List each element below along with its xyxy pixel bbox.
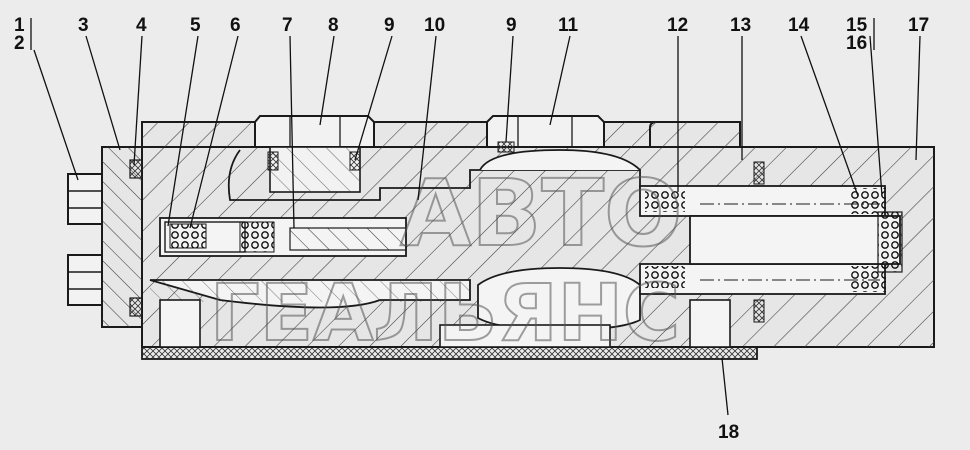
callout-15: 15 bbox=[846, 15, 868, 36]
spool-right bbox=[639, 185, 903, 295]
callout-labels: 1 2 3 4 5 6 7 8 9 10 9 11 12 13 14 15 16… bbox=[14, 15, 929, 443]
callout-13: 13 bbox=[730, 15, 751, 36]
right-end-cap bbox=[649, 121, 765, 323]
callout-5: 5 bbox=[190, 15, 201, 36]
callout-7: 7 bbox=[282, 15, 293, 36]
top-plug-right bbox=[486, 115, 605, 153]
callout-10: 10 bbox=[424, 15, 445, 36]
callout-2: 2 bbox=[14, 33, 25, 54]
callout-8: 8 bbox=[328, 15, 339, 36]
svg-text:ГЕАЛЬЯНС: ГЕАЛЬЯНС bbox=[210, 269, 680, 359]
spool-bore-left bbox=[159, 217, 407, 257]
callout-3: 3 bbox=[78, 15, 89, 36]
callout-16: 16 bbox=[846, 33, 867, 54]
callout-12: 12 bbox=[667, 15, 688, 36]
callout-18: 18 bbox=[718, 422, 739, 443]
callout-9b: 9 bbox=[506, 15, 517, 36]
callout-4: 4 bbox=[136, 15, 147, 36]
callout-9a: 9 bbox=[384, 15, 395, 36]
svg-text:АВТО: АВТО bbox=[400, 160, 682, 267]
left-bolts bbox=[67, 173, 103, 306]
leader-lines bbox=[30, 18, 921, 416]
channel-upper bbox=[227, 149, 690, 201]
bottom-plate bbox=[141, 299, 758, 360]
watermark: АВТО ГЕАЛЬЯНС bbox=[209, 159, 683, 360]
channel-lower bbox=[149, 267, 641, 331]
callout-1: 1 bbox=[14, 15, 25, 36]
callout-11: 11 bbox=[558, 15, 579, 36]
top-plug-left bbox=[254, 115, 375, 193]
callout-14: 14 bbox=[788, 15, 810, 36]
callout-6: 6 bbox=[230, 15, 241, 36]
callout-17: 17 bbox=[908, 15, 929, 36]
left-cover bbox=[101, 146, 143, 328]
